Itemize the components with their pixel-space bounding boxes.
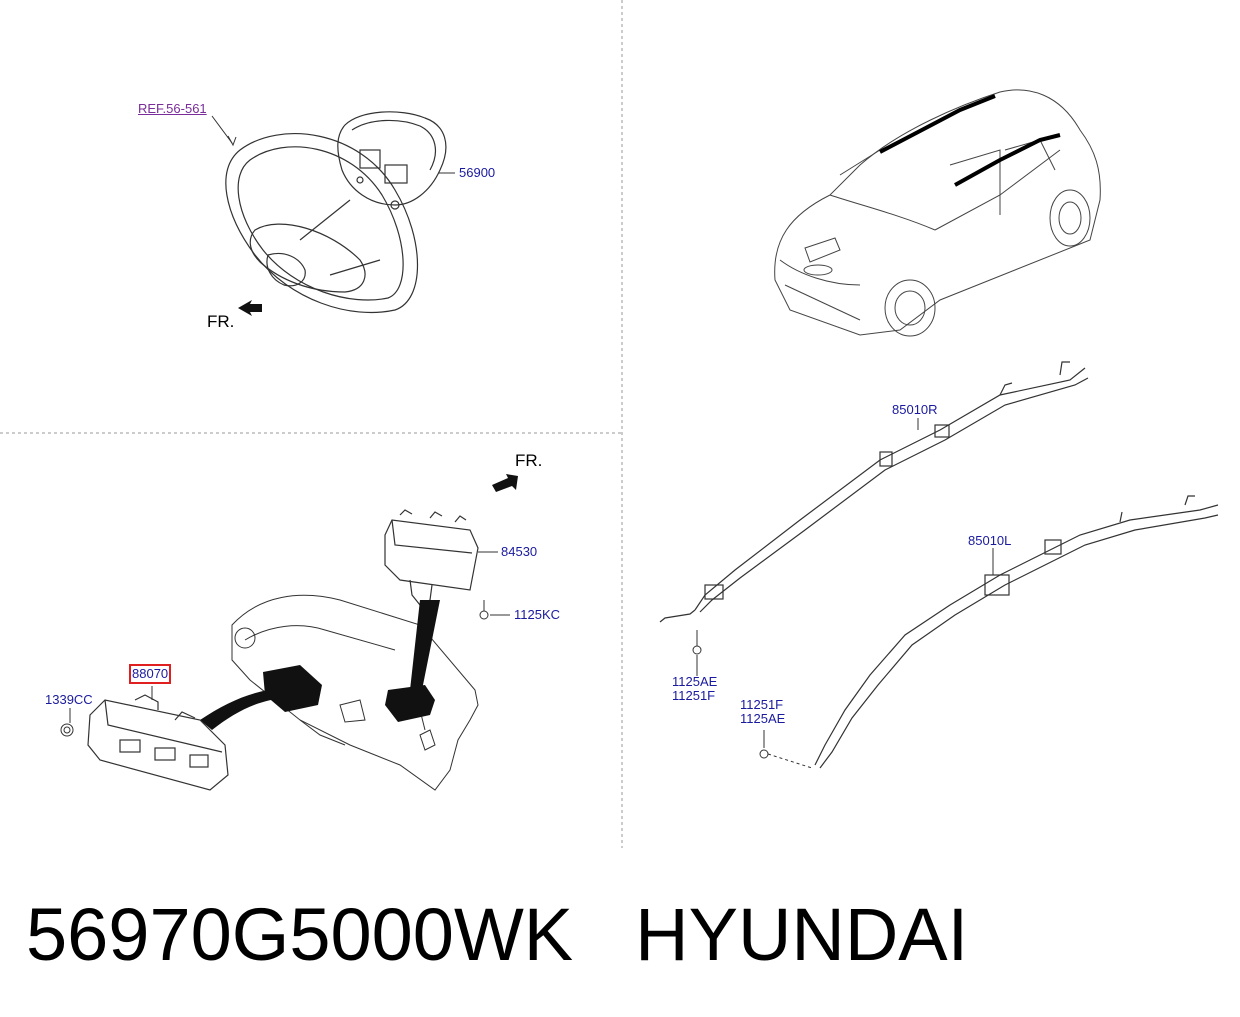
- label-bolt-right-a[interactable]: 1125AE: [672, 674, 718, 689]
- label-nut-knee[interactable]: 1339CC: [45, 692, 93, 707]
- fr-arrow-top: [238, 300, 262, 316]
- fr-arrow-dash: [492, 474, 518, 492]
- bolt-left: [759, 749, 813, 769]
- driver-airbag-drawing: [337, 111, 447, 210]
- curtain-airbag-left-drawing: [814, 495, 1219, 769]
- section-dividers: [0, 0, 623, 848]
- steering-wheel-drawing: [225, 133, 418, 314]
- curtain-airbag-on-car: [879, 94, 996, 154]
- ref-leader: [211, 115, 233, 144]
- bolt-passenger: [479, 600, 489, 620]
- label-curtain-left[interactable]: 85010L: [968, 533, 1012, 548]
- label-ref-steering[interactable]: REF.56-561: [138, 101, 207, 116]
- label-bolt-right-b[interactable]: 11251F: [672, 688, 716, 703]
- connector-knee: [200, 688, 285, 730]
- label-fr-top: FR.: [207, 312, 235, 331]
- label-bolt-left-b[interactable]: 1125AE: [740, 711, 786, 726]
- vehicle-drawing: [774, 89, 1101, 337]
- dash-module-knee: [263, 665, 322, 712]
- connector-passenger: [410, 600, 440, 690]
- label-curtain-right[interactable]: 85010R: [892, 402, 938, 417]
- parts-diagram: [0, 0, 1219, 848]
- part-number: 56970G5000WK: [26, 893, 574, 976]
- caption: 56970G5000WK HYUNDAI: [26, 893, 1226, 983]
- brand-name: HYUNDAI: [635, 893, 969, 976]
- label-driver-airbag[interactable]: 56900: [459, 165, 496, 180]
- curtain-airbag-right-drawing: [659, 361, 1089, 623]
- label-passenger-airbag[interactable]: 84530: [501, 544, 538, 559]
- label-bolt-passenger[interactable]: 1125KC: [514, 607, 561, 622]
- label-bolt-left-a[interactable]: 11251F: [740, 697, 784, 712]
- nut-knee: [60, 723, 74, 737]
- bolt-right: [692, 630, 702, 655]
- knee-airbag-drawing: [87, 694, 229, 791]
- dash-module-passenger: [385, 685, 435, 722]
- passenger-airbag-drawing: [384, 509, 479, 606]
- label-fr-dash: FR.: [515, 451, 543, 470]
- label-knee-airbag[interactable]: 88070: [128, 664, 172, 684]
